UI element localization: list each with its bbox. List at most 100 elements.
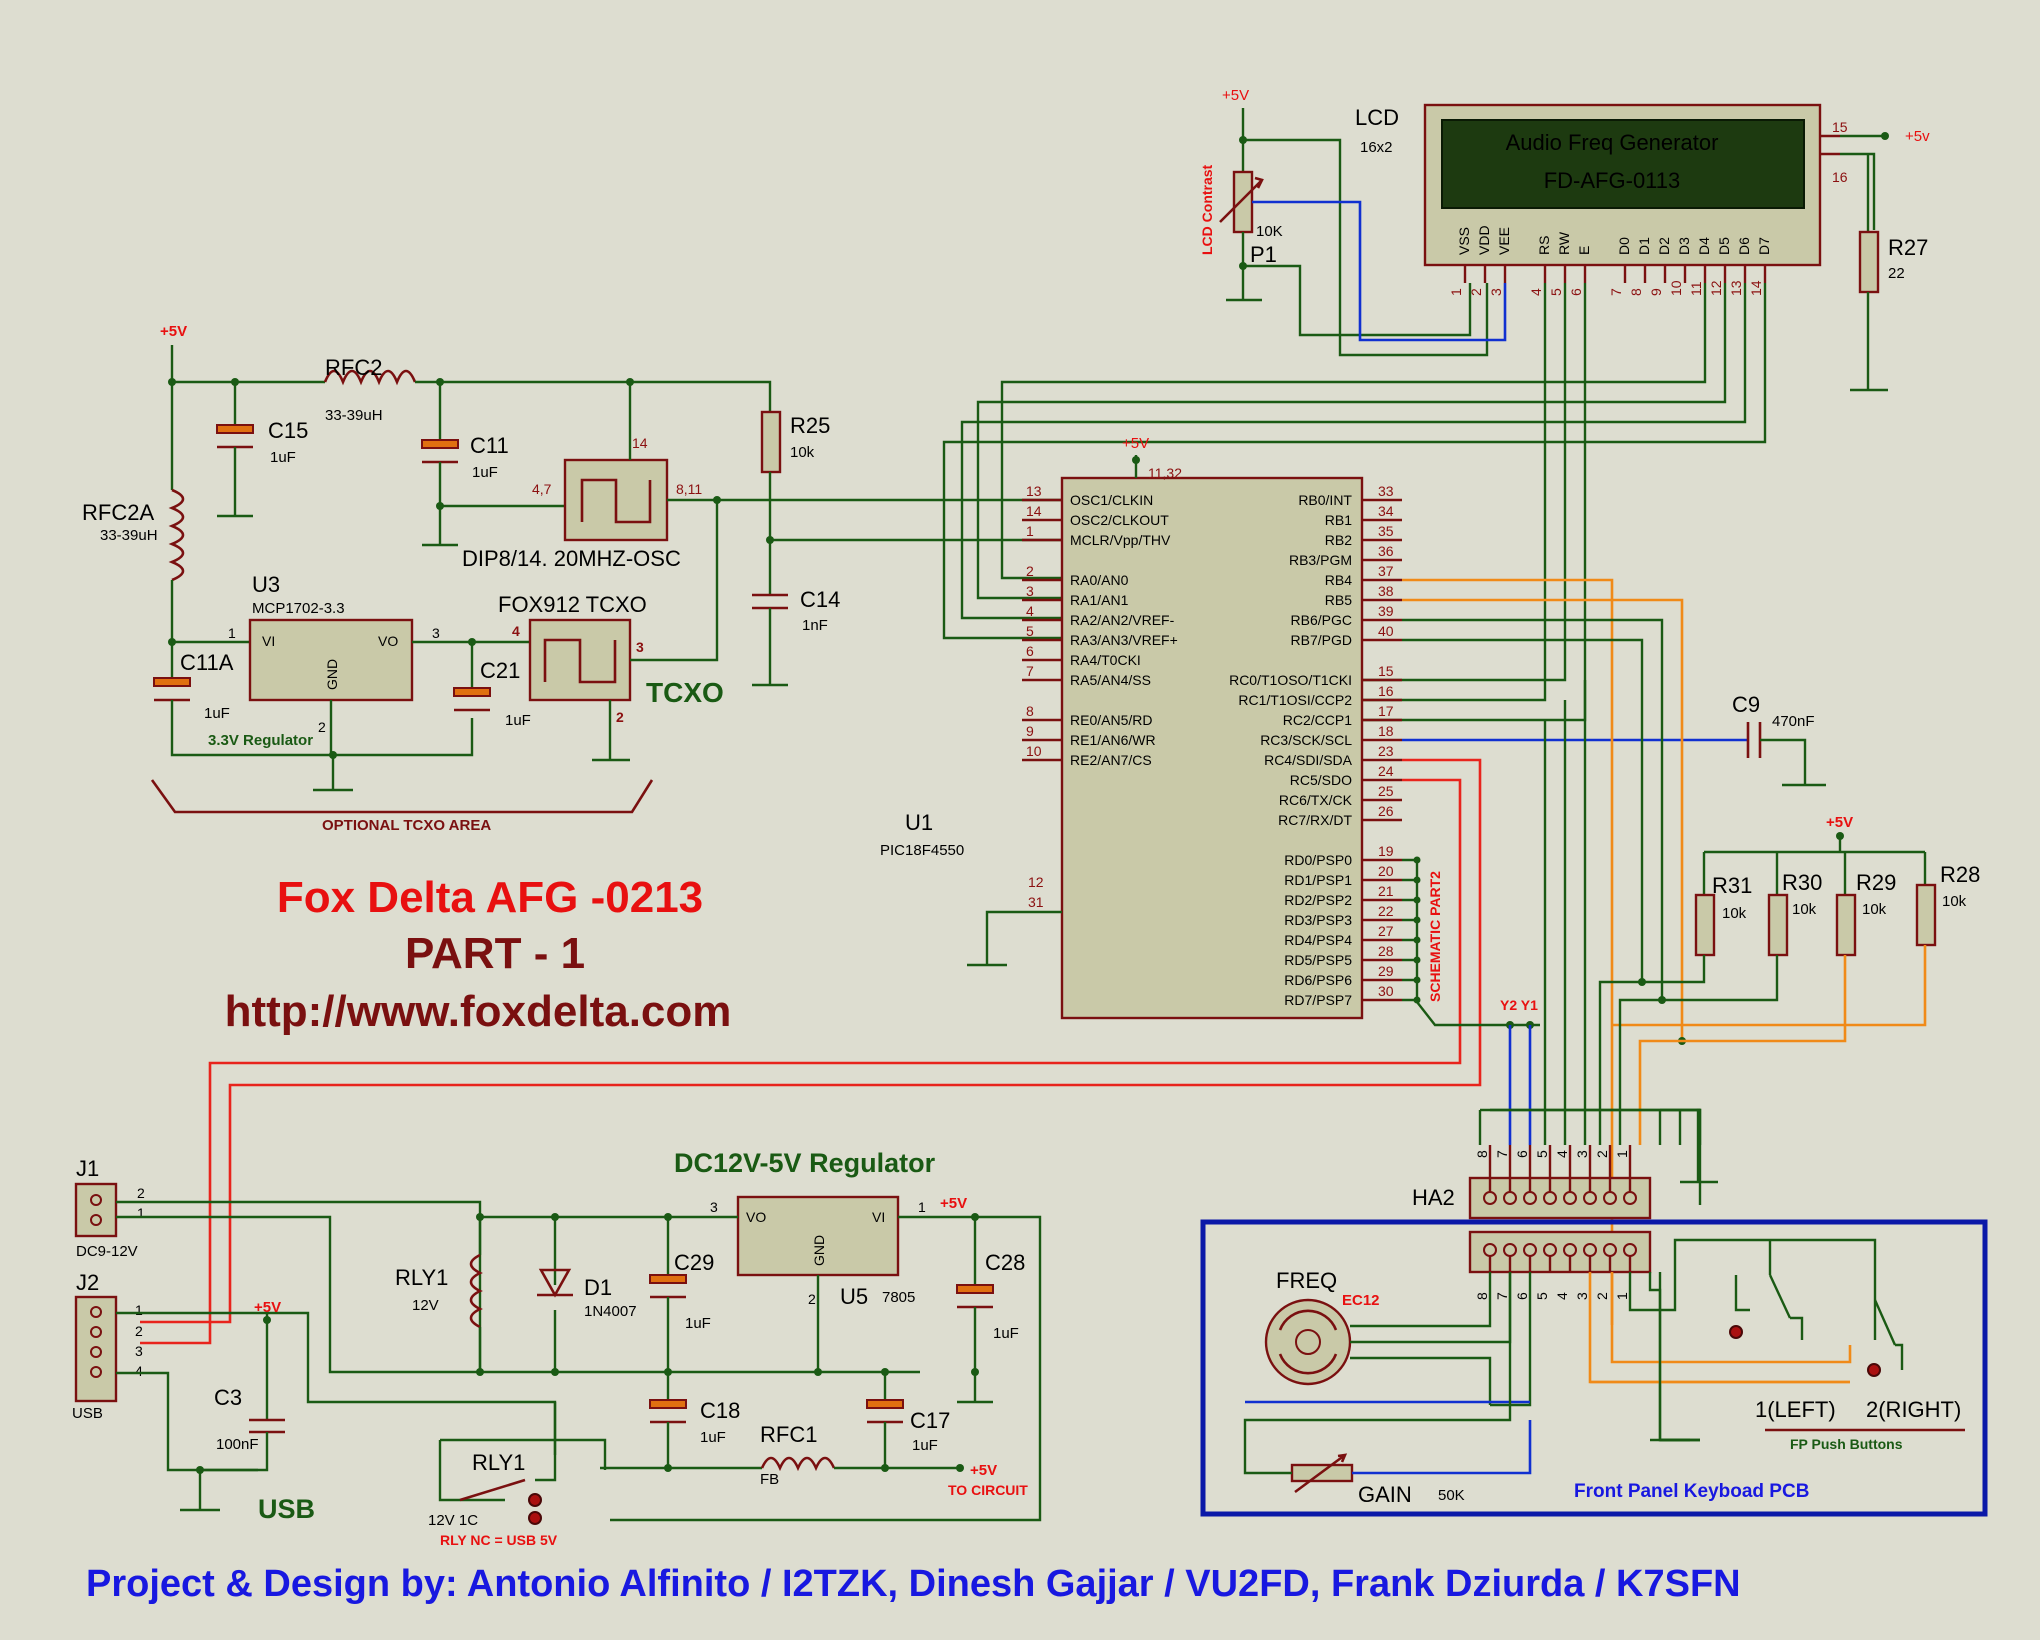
r31-ref: R31 xyxy=(1712,873,1752,898)
u1-right-pin-name: RD2/PSP2 xyxy=(1284,892,1352,908)
lcd-pin-number: 2 xyxy=(1468,288,1484,296)
r29-value: 10k xyxy=(1862,901,1887,918)
c9-ref: C9 xyxy=(1732,692,1760,717)
u1-left-pin-name: RE2/AN7/CS xyxy=(1070,752,1152,768)
u1-right-pin-number: 28 xyxy=(1378,943,1394,959)
r30-ref: R30 xyxy=(1782,870,1822,895)
tcxo-label: FOX912 TCXO xyxy=(498,592,647,617)
u1-right-pin-number: 25 xyxy=(1378,783,1394,799)
lcd-pin-number: 8 xyxy=(1628,288,1644,296)
u1-right-pin-number: 24 xyxy=(1378,763,1394,779)
u1-left-pin-number: 6 xyxy=(1026,643,1034,659)
u5-vo: VO xyxy=(746,1209,766,1225)
u1-right-pin-name: RC5/SDO xyxy=(1290,772,1352,788)
r25-value: 10k xyxy=(790,444,815,461)
u1-right-pin-number: 37 xyxy=(1378,563,1394,579)
u1-right-pin-name: RD0/PSP0 xyxy=(1284,852,1352,868)
lcd-pin-name: D7 xyxy=(1756,237,1772,255)
kb-pin-number: 7 xyxy=(1494,1292,1510,1300)
c29-ref: C29 xyxy=(674,1250,714,1275)
u1-ref: U1 xyxy=(905,810,933,835)
u1-part: PIC18F4550 xyxy=(880,842,964,859)
gain-value: 50K xyxy=(1438,1487,1465,1504)
lcd-pin-name: E xyxy=(1576,246,1592,255)
r30-value: 10k xyxy=(1792,901,1817,918)
freq-label: FREQ xyxy=(1276,1268,1337,1293)
u5-p2: 2 xyxy=(808,1291,816,1307)
u1-right-pin-name: RB1 xyxy=(1325,512,1352,528)
osc-pin-top: 14 xyxy=(632,435,648,451)
usb-label: USB xyxy=(258,1494,315,1524)
u1-left-pin-name: RA0/AN0 xyxy=(1070,572,1129,588)
u1-left-pin-number: 10 xyxy=(1026,743,1042,759)
u1-left-pin-name: RA2/AN2/VREF- xyxy=(1070,612,1175,628)
u1-left-pin-name: RA5/AN4/SS xyxy=(1070,672,1151,688)
c28-value: 1uF xyxy=(993,1325,1019,1342)
ha2-pin-number: 1 xyxy=(1614,1150,1630,1158)
osc-label: DIP8/14. 20MHZ-OSC xyxy=(462,546,681,571)
d1-ref: D1 xyxy=(584,1275,612,1300)
part2-label: SCHEMATIC PART2 xyxy=(1427,871,1443,1002)
u1-left-pin-number: 1 xyxy=(1026,523,1034,539)
c18-ref: C18 xyxy=(700,1398,740,1423)
u1-right-pin-number: 17 xyxy=(1378,703,1394,719)
u5-part: 7805 xyxy=(882,1289,915,1306)
u1-left-pin-number: 13 xyxy=(1026,483,1042,499)
power-title: DC12V-5V Regulator xyxy=(674,1148,936,1178)
u1-right-pin-name: RC2/CCP1 xyxy=(1283,712,1352,728)
j1-value: DC9-12V xyxy=(76,1243,138,1260)
u1-right-pin-name: RD5/PSP5 xyxy=(1284,952,1352,968)
rfc1-ref: RFC1 xyxy=(760,1422,817,1447)
rfc2-value: 33-39uH xyxy=(325,407,383,424)
r27-value: 22 xyxy=(1888,265,1905,282)
encoder-label: EC12 xyxy=(1342,1292,1380,1309)
u1-right-pin-number: 26 xyxy=(1378,803,1394,819)
lcd-line1: Audio Freq Generator xyxy=(1506,130,1719,155)
title-line3: http://www.foxdelta.com xyxy=(225,987,732,1036)
u1-left-pin-number: 7 xyxy=(1026,663,1034,679)
j2-p2: 2 xyxy=(135,1323,143,1339)
rfc2-ref: RFC2 xyxy=(325,355,382,380)
right-button-label: 2(RIGHT) xyxy=(1866,1397,1961,1422)
rly1-ref: RLY1 xyxy=(395,1265,448,1290)
tcxo-big: TCXO xyxy=(646,677,724,708)
u1-right-pin-number: 18 xyxy=(1378,723,1394,739)
lcd-pin15: 15 xyxy=(1832,119,1848,135)
lcd-pin-number: 14 xyxy=(1748,280,1764,296)
power-regulator-section: DC12V-5V Regulator J1 DC9-12V 2 1 RLY1 1… xyxy=(72,1148,1042,1548)
u5-gnd: GND xyxy=(811,1235,827,1266)
u3-vi: VI xyxy=(262,633,275,649)
osc-pin-left: 4,7 xyxy=(532,481,552,497)
kb-pin-number: 8 xyxy=(1474,1292,1490,1300)
tcxo-area: OPTIONAL TCXO AREA xyxy=(322,817,491,834)
r31-value: 10k xyxy=(1722,905,1747,922)
u1-right-pin-name: RB2 xyxy=(1325,532,1352,548)
u1-right-pin-number: 39 xyxy=(1378,603,1394,619)
r25-ref: R25 xyxy=(790,413,830,438)
pullup-supply: +5V xyxy=(1826,814,1853,831)
u1-gnd-pin-b: 31 xyxy=(1028,894,1044,910)
lcd-pin-name: D0 xyxy=(1616,237,1632,255)
kb-pin-number: 3 xyxy=(1574,1292,1590,1300)
tcxo-p4: 4 xyxy=(512,623,520,639)
u3-vo: VO xyxy=(378,633,398,649)
lcd-pin-name: D2 xyxy=(1656,237,1672,255)
u1-right-pin-number: 20 xyxy=(1378,863,1394,879)
j2-p4: 4 xyxy=(135,1363,143,1379)
r29-ref: R29 xyxy=(1856,870,1896,895)
c15-value: 1uF xyxy=(270,449,296,466)
u1-left-pin-name: RA4/T0CKI xyxy=(1070,652,1141,668)
u3-ref: U3 xyxy=(252,572,280,597)
to-circuit: TO CIRCUIT xyxy=(948,1482,1028,1498)
c21-ref: C21 xyxy=(480,658,520,683)
lcd-label: LCD xyxy=(1355,105,1399,130)
ha2-pin-number: 3 xyxy=(1574,1150,1590,1158)
ha2-ref: HA2 xyxy=(1412,1185,1455,1210)
u1-right-pin-name: RB6/PGC xyxy=(1291,612,1352,628)
u5-p1: 1 xyxy=(918,1199,926,1215)
u5-vi: VI xyxy=(872,1209,885,1225)
u1-left-pin-number: 4 xyxy=(1026,603,1034,619)
lcd-pin-name: D6 xyxy=(1736,237,1752,255)
